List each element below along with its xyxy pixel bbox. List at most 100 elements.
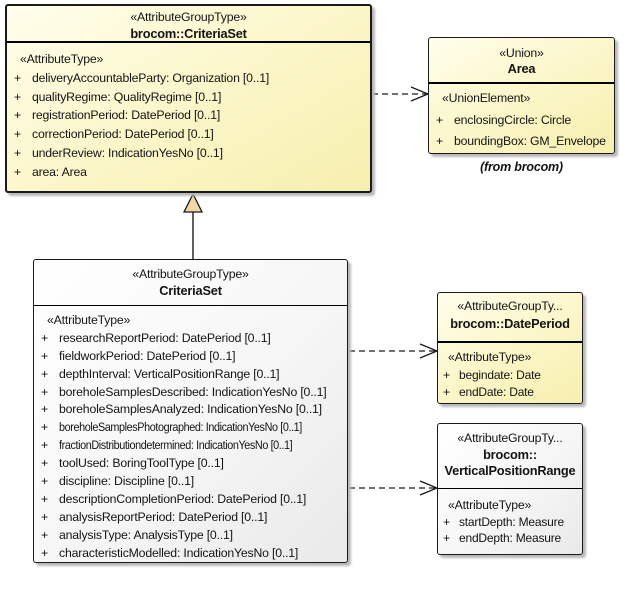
class-stereotype: «AttributeGroupType» (130, 10, 247, 24)
attribute-section-stereotype: «UnionElement» (442, 91, 531, 105)
visibility-plus: + (41, 348, 49, 363)
attribute-row[interactable]: + registrationPeriod: DatePeriod [0..1] (7, 106, 370, 125)
class-attributes-compartment: «AttributeType» + deliveryAccountablePart… (7, 43, 370, 182)
attribute-row[interactable]: + startDepth: Measure (438, 514, 582, 531)
attribute-row[interactable]: + fieldworkPeriod: DatePeriod [0..1] (34, 348, 347, 366)
attribute-text: boundingBox: GM_Envelope (454, 134, 606, 148)
visibility-plus: + (14, 70, 22, 85)
class-attributes-compartment: «AttributeType» +begindate: Date + endDat… (438, 343, 582, 402)
visibility-plus: + (443, 385, 451, 399)
class-attributes-compartment: «UnionElement» +enclosingCircle: Circle … (429, 84, 614, 153)
visibility-plus: + (41, 509, 49, 524)
attribute-row[interactable]: + boreholeSamplesDescribed: IndicationYes… (34, 384, 347, 402)
class-header: «AttributeGroupTy... brocom::DatePeriod (438, 293, 582, 343)
attribute-row[interactable]: + area: Area (7, 163, 370, 182)
attribute-row[interactable]: + descriptionCompletionPeriod: DatePeriod… (34, 491, 347, 509)
attribute-text: characteristicModelled: IndicationYesNo … (59, 545, 299, 560)
attribute-row[interactable]: + analysisType: AnalysisType [0..1] (34, 527, 347, 545)
visibility-plus: + (41, 366, 49, 381)
attribute-row[interactable]: + enclosingCircle: Circle (429, 110, 614, 132)
class-name: Area (507, 61, 536, 76)
visibility-plus: + (41, 384, 49, 399)
visibility-plus: + (14, 108, 22, 123)
attribute-row[interactable]: + fractionDistributiondetermined: Indicat… (34, 437, 347, 455)
class-box-criteriaset[interactable]: «AttributeGroupType» CriteriaSet «Attrib… (33, 259, 348, 563)
visibility-plus: + (41, 545, 49, 560)
attribute-text: depthInterval: VerticalPositionRange [0.… (59, 366, 280, 381)
class-name: brocom::DatePeriod (450, 316, 570, 331)
class-header: «AttributeGroupType» CriteriaSet (34, 260, 347, 306)
attribute-row[interactable]: +qualityRegime: QualityRegime [0..1] (7, 88, 370, 107)
attribute-row[interactable]: +researchReportPeriod: DatePeriod [0..1] (34, 330, 347, 348)
class-name: CriteriaSet (159, 282, 222, 298)
attribute-text: endDepth: Measure (459, 531, 561, 545)
visibility-plus: + (443, 367, 451, 382)
class-attributes-compartment: «AttributeType» +researchReportPeriod: D… (34, 306, 347, 562)
attribute-section-stereotype: «AttributeType» (20, 52, 104, 66)
attribute-text: boreholeSamplesAnalyzed: IndicationYesNo… (59, 402, 322, 417)
attribute-row[interactable]: + depthInterval: VerticalPositionRange [0… (34, 366, 347, 384)
attribute-row[interactable]: + endDepth: Measure (438, 530, 582, 547)
dependency-arrow-area[interactable] (372, 86, 430, 102)
visibility-plus: + (41, 456, 49, 471)
class-header: «AttributeGroupTy... brocom:: VerticalPo… (438, 424, 582, 489)
attribute-text: enclosingCircle: Circle (454, 112, 572, 127)
attribute-section-stereotype: «AttributeType» (448, 350, 532, 364)
attribute-row[interactable]: +begindate: Date (438, 367, 582, 385)
class-box-brocom-dateperiod[interactable]: «AttributeGroupTy... brocom::DatePeriod … (437, 292, 583, 404)
class-stereotype: «Union» (499, 46, 544, 60)
visibility-plus: + (436, 134, 444, 148)
class-box-area[interactable]: «Union» Area «UnionElement» + enclosingCi… (428, 37, 615, 154)
attribute-text: boreholeSamplesDescribed: IndicationYesN… (59, 384, 327, 399)
attribute-row[interactable]: + correctionPeriod: DatePeriod [0..1] (7, 125, 370, 144)
attribute-text: deliveryAccountableParty: Organization [… (32, 70, 270, 85)
class-box-brocom-criteriaset[interactable]: «AttributeGroupType» brocom::CriteriaSet… (5, 4, 372, 193)
visibility-plus: + (443, 531, 451, 545)
attribute-row[interactable]: +discipline: Discipline [0..1] (34, 473, 347, 491)
attribute-row[interactable]: +boreholeSamplesPhotographed: Indication… (34, 419, 347, 437)
class-box-brocom-verticalpositionrange[interactable]: «AttributeGroupTy... brocom:: VerticalPo… (437, 423, 583, 555)
attribute-text: analysisReportPeriod: DatePeriod [0..1] (59, 509, 268, 524)
class-name-line1: brocom:: (483, 446, 537, 462)
attribute-text: analysisType: AnalysisType [0..1] (59, 527, 233, 542)
attribute-text: fieldworkPeriod: DatePeriod [0..1] (59, 348, 236, 363)
attribute-row[interactable]: +boreholeSamplesAnalyzed: IndicationYesN… (34, 401, 347, 419)
attribute-row[interactable]: + endDate: Date (438, 384, 582, 402)
attribute-text: toolUsed: BoringToolType [0..1] (59, 456, 224, 471)
attribute-text: boreholeSamplesPhotographed: IndicationY… (59, 420, 302, 435)
visibility-plus: + (443, 514, 451, 529)
class-stereotype: «AttributeGroupType» (132, 267, 249, 281)
attribute-row[interactable]: + characteristicModelled: IndicationYesNo… (34, 545, 347, 562)
attribute-row[interactable]: + deliveryAccountableParty: Organization … (7, 69, 370, 88)
attribute-text: underReview: IndicationYesNo [0..1] (32, 145, 223, 160)
attribute-text: endDate: Date (459, 385, 534, 399)
visibility-plus: + (41, 438, 49, 453)
attribute-text: fractionDistributiondetermined: Indicati… (59, 438, 293, 453)
attribute-text: area: Area (32, 164, 87, 179)
attribute-row[interactable]: + toolUsed: BoringToolType [0..1] (34, 455, 347, 473)
dependency-arrow-dateperiod[interactable] (349, 343, 439, 359)
attribute-text: correctionPeriod: DatePeriod [0..1] (32, 127, 214, 142)
attribute-text: registrationPeriod: DatePeriod [0..1] (32, 108, 221, 123)
attribute-row[interactable]: + boundingBox: GM_Envelope (429, 131, 614, 153)
class-stereotype: «AttributeGroupTy... (457, 299, 563, 313)
dependency-arrow-verticalpositionrange[interactable] (349, 480, 439, 496)
attribute-text: descriptionCompletionPeriod: DatePeriod … (59, 491, 307, 506)
visibility-plus: + (41, 491, 49, 506)
visibility-plus: + (41, 527, 49, 542)
class-attributes-compartment: «AttributeType» + startDepth: Measure + en… (438, 489, 582, 547)
attribute-text: startDepth: Measure (459, 514, 564, 529)
attribute-text: qualityRegime: QualityRegime [0..1] (32, 89, 222, 104)
class-header: «AttributeGroupType» brocom::CriteriaSet (7, 6, 370, 43)
attribute-section-stereotype: «AttributeType» (448, 498, 532, 512)
class-stereotype: «AttributeGroupTy... (457, 431, 563, 445)
attribute-row[interactable]: +underReview: IndicationYesNo [0..1] (7, 144, 370, 163)
visibility-plus: + (14, 127, 22, 142)
class-header: «Union» Area (429, 38, 614, 84)
visibility-plus: + (436, 112, 444, 127)
visibility-plus: + (14, 164, 22, 179)
generalization-arrow[interactable] (182, 192, 204, 259)
attribute-row[interactable]: + analysisReportPeriod: DatePeriod [0..1] (34, 509, 347, 527)
